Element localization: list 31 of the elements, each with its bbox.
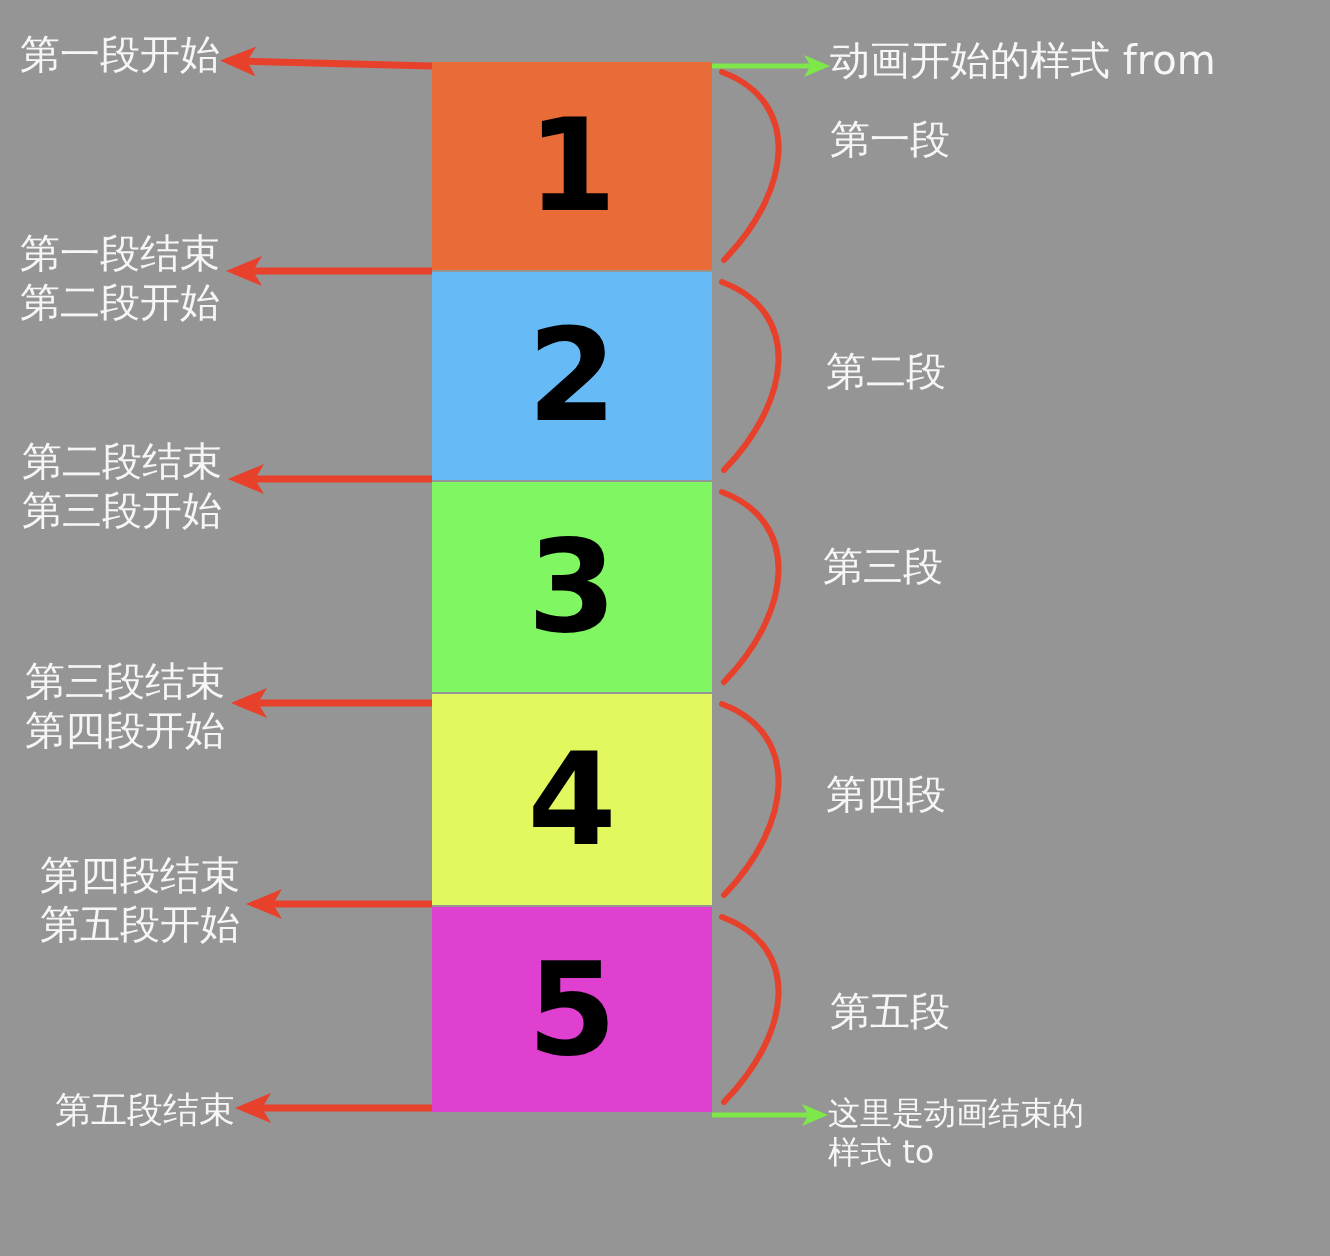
arrow — [235, 1093, 432, 1123]
arrow — [712, 1104, 828, 1126]
arrow — [226, 256, 432, 286]
segment-number: 1 — [527, 102, 617, 230]
segment-label: 第三段 — [823, 542, 943, 590]
annotation-text: 第五段结束 — [55, 1088, 235, 1132]
segment-label: 第四段 — [826, 770, 946, 818]
segment-block — [432, 482, 712, 692]
segment-block — [432, 272, 712, 480]
annotation-text: 动画开始的样式 from — [830, 36, 1216, 85]
arrow — [246, 889, 432, 919]
annotation-text: 第一段结束第二段开始 — [20, 229, 226, 327]
segment-number: 4 — [527, 735, 617, 864]
segment-label: 第五段 — [830, 987, 950, 1035]
arrow — [231, 688, 432, 718]
segment-block — [432, 907, 712, 1112]
segment-label: 第一段 — [830, 115, 950, 163]
arrow — [220, 46, 433, 77]
annotation-text: 这里是动画结束的样式 to — [828, 1094, 1094, 1173]
annotation-text: 第二段结束第三段开始 — [22, 437, 228, 535]
segment-block — [432, 62, 712, 270]
segment-number: 5 — [527, 945, 617, 1074]
segment-block — [432, 694, 712, 905]
annotation-text: 第三段结束第四段开始 — [25, 657, 231, 755]
arrow — [228, 464, 432, 494]
annotation-text: 第一段开始 — [20, 30, 220, 79]
segment-number: 3 — [527, 523, 617, 651]
arrow — [712, 55, 830, 77]
segment-label: 第二段 — [826, 347, 946, 395]
annotation-text: 第四段结束第五段开始 — [40, 851, 246, 949]
segment-number: 2 — [527, 312, 617, 440]
